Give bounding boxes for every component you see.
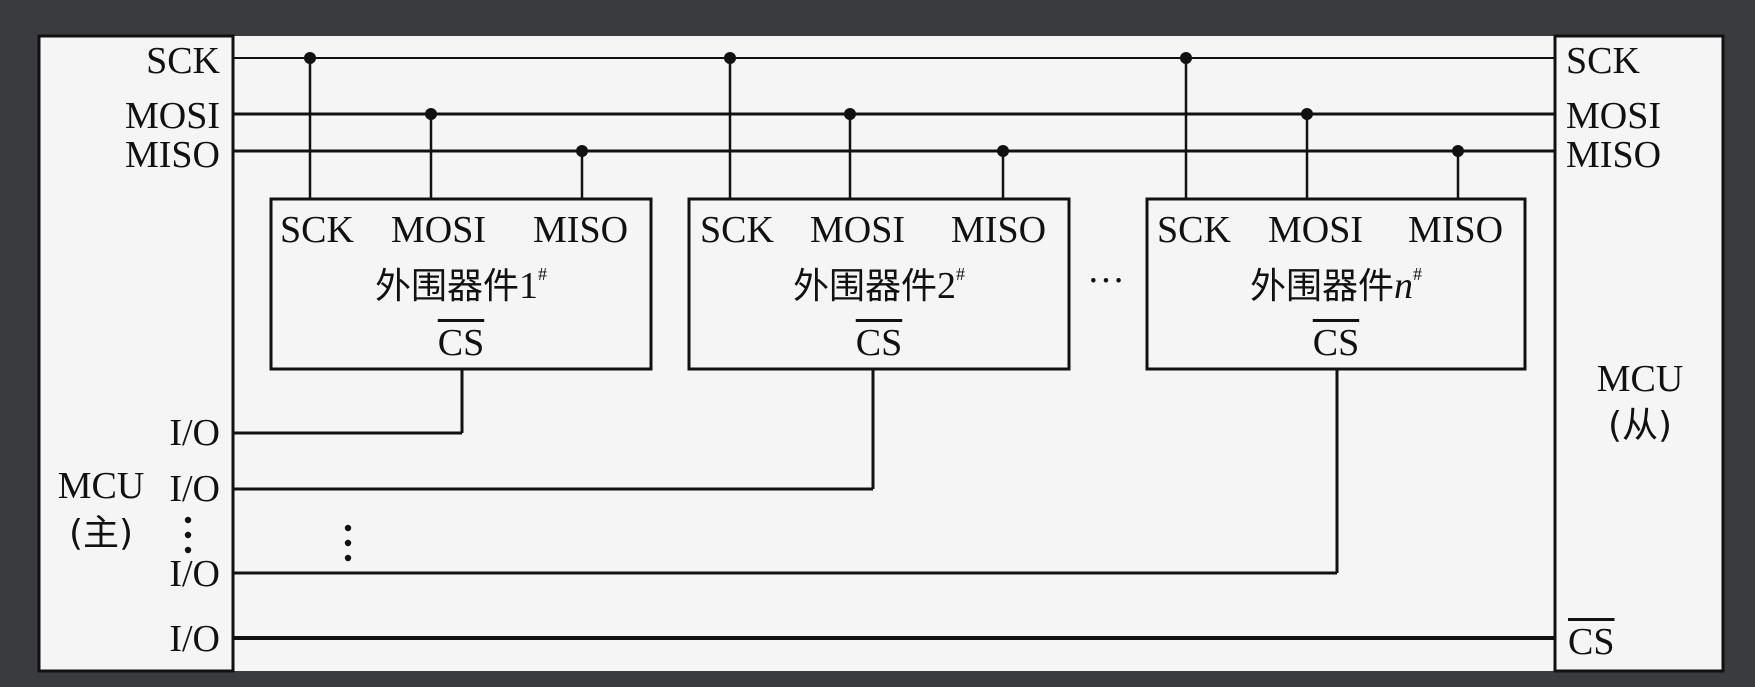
peripheral-n-name: 外围器件n# bbox=[1147, 265, 1525, 305]
devices-ellipsis: ··· bbox=[1087, 260, 1125, 302]
peripheral-2-cs-label: CS bbox=[855, 322, 903, 364]
peripheral-n-pin-miso: MISO bbox=[1408, 209, 1504, 251]
peripheral-1-cs-label: CS bbox=[437, 322, 485, 364]
io-middle-ellipsis-dot-2 bbox=[344, 539, 352, 547]
peripheral-n-index: n bbox=[1394, 265, 1413, 307]
master-io-3: I/O bbox=[169, 553, 220, 595]
master-mcu-role: (主) bbox=[68, 513, 134, 554]
peripheral-2-sck-junction-dot bbox=[724, 52, 736, 64]
peripheral-1-pin-miso: MISO bbox=[533, 209, 629, 251]
slave-pin-sck: SCK bbox=[1566, 40, 1640, 82]
master-mcu-title: MCU bbox=[57, 465, 145, 507]
io-column-ellipsis-dot-2 bbox=[184, 531, 192, 539]
master-pin-mosi: MOSI bbox=[124, 95, 220, 137]
slave-pin-mosi: MOSI bbox=[1566, 95, 1662, 137]
peripheral-2-cs: CS bbox=[689, 324, 1069, 362]
peripheral-2-index: 2 bbox=[937, 265, 956, 307]
io-middle-ellipsis-dot-3 bbox=[344, 554, 352, 562]
peripheral-1-sck-junction-dot bbox=[304, 52, 316, 64]
slave-mcu-title: MCU bbox=[1596, 358, 1684, 400]
peripheral-1-cs: CS bbox=[271, 324, 651, 362]
peripheral-1-name-text: 外围器件 bbox=[374, 266, 519, 307]
peripheral-n-sck-junction-dot bbox=[1180, 52, 1192, 64]
peripheral-2-name-text: 外围器件 bbox=[792, 266, 937, 307]
io-middle-ellipsis-dot-1 bbox=[344, 524, 352, 532]
peripheral-2-pin-mosi: MOSI bbox=[810, 209, 906, 251]
peripheral-2-name: 外围器件2# bbox=[689, 265, 1069, 305]
peripheral-1-miso-junction-dot bbox=[576, 145, 588, 157]
peripheral-n-pin-sck: SCK bbox=[1157, 209, 1231, 251]
peripheral-2-pin-sck: SCK bbox=[700, 209, 774, 251]
io-column-ellipsis-dot-1 bbox=[184, 516, 192, 524]
slave-pin-miso: MISO bbox=[1566, 134, 1662, 176]
peripheral-2-box bbox=[687, 197, 1071, 371]
master-pin-sck: SCK bbox=[146, 40, 220, 82]
io-column-ellipsis-dot-3 bbox=[184, 546, 192, 554]
master-pin-miso: MISO bbox=[124, 134, 220, 176]
peripheral-1-pin-mosi: MOSI bbox=[391, 209, 487, 251]
slave-mcu-box bbox=[1553, 34, 1725, 673]
peripheral-1-mosi-junction-dot bbox=[425, 108, 437, 120]
master-io-1: I/O bbox=[169, 412, 220, 454]
peripheral-2-suffix: # bbox=[956, 264, 965, 284]
diagram-panel bbox=[39, 36, 1723, 671]
peripheral-2-miso-junction-dot bbox=[997, 145, 1009, 157]
peripheral-2-pin-miso: MISO bbox=[951, 209, 1047, 251]
peripheral-2-mosi-junction-dot bbox=[844, 108, 856, 120]
peripheral-n-cs-label: CS bbox=[1312, 322, 1360, 364]
peripheral-1-name: 外围器件1# bbox=[271, 265, 651, 305]
peripheral-n-suffix: # bbox=[1413, 264, 1422, 284]
slave-cs-label: CS bbox=[1568, 621, 1615, 663]
peripheral-1-suffix: # bbox=[538, 264, 547, 284]
master-io-4: I/O bbox=[169, 618, 220, 660]
slave-mcu-role: (从) bbox=[1607, 405, 1673, 446]
peripheral-1-index: 1 bbox=[519, 265, 538, 307]
peripheral-1-pin-sck: SCK bbox=[280, 209, 354, 251]
master-mcu-box bbox=[37, 34, 235, 673]
peripheral-n-mosi-junction-dot bbox=[1301, 108, 1313, 120]
peripheral-n-pin-mosi: MOSI bbox=[1268, 209, 1364, 251]
master-io-2: I/O bbox=[169, 468, 220, 510]
peripheral-n-cs: CS bbox=[1147, 324, 1525, 362]
peripheral-n-name-text: 外围器件 bbox=[1249, 266, 1394, 307]
peripheral-n-miso-junction-dot bbox=[1452, 145, 1464, 157]
